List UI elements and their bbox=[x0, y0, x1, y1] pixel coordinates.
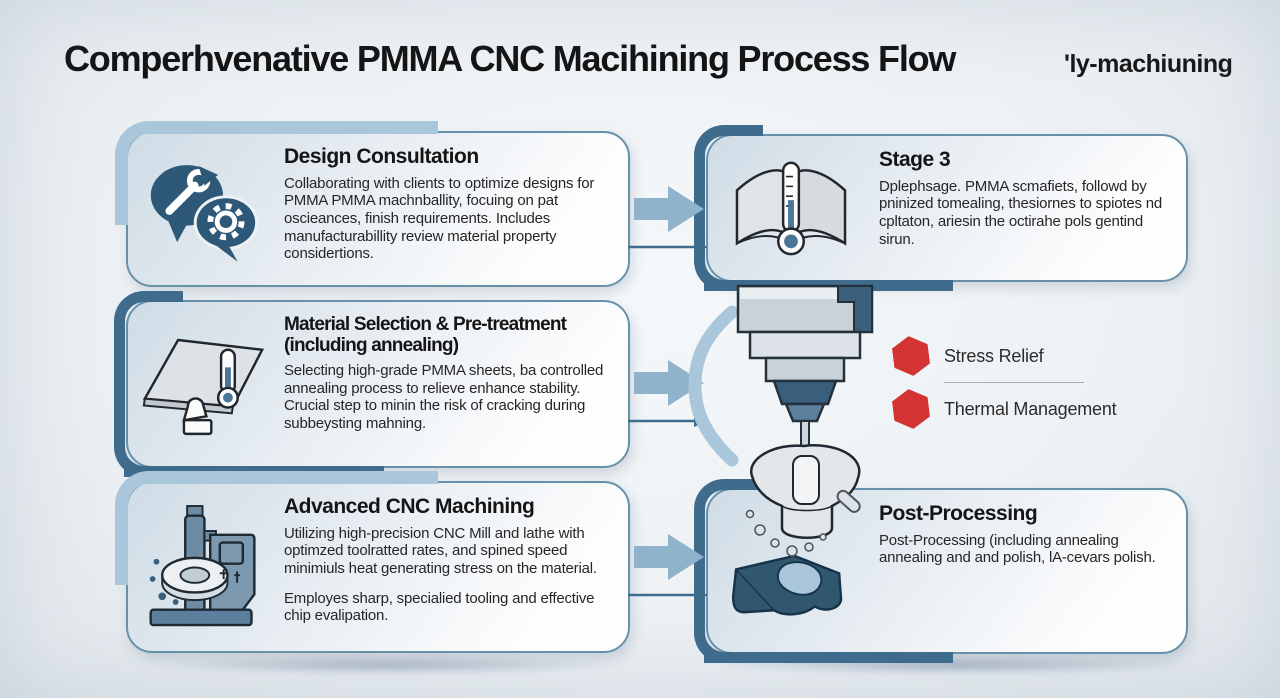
cnc-spindle-illustration bbox=[688, 284, 874, 557]
card-body: Utilizing high-precision CNC Mill and la… bbox=[284, 524, 597, 578]
legend-label: Thermal Management bbox=[944, 398, 1117, 419]
legend-label: Stress Relief bbox=[944, 345, 1044, 366]
page-title: Comperhvenative PMMA CNC Macihining Proc… bbox=[64, 38, 956, 79]
cnc-machine-icon bbox=[128, 502, 278, 632]
hexagon-icon bbox=[891, 334, 932, 378]
thin-arrow-icon bbox=[628, 589, 708, 601]
book-thermometer-icon bbox=[708, 153, 873, 263]
bracket-icon bbox=[688, 305, 739, 467]
sheet-thermometer-icon bbox=[128, 326, 278, 442]
machined-part-icon bbox=[708, 522, 873, 620]
card-body: Selecting high-grade PMMA sheets, ba con… bbox=[284, 362, 604, 433]
card-heading: Material Selection & Pre-treatment (incl… bbox=[284, 314, 567, 356]
card-advanced-cnc-machining: Advanced CNC Machining Utilizing high-pr… bbox=[115, 471, 630, 653]
card-heading: Stage 3 bbox=[879, 148, 951, 171]
legend-divider bbox=[944, 382, 1084, 383]
legend: Stress Relief Thermal Management bbox=[891, 336, 1117, 431]
card-material-selection: Material Selection & Pre-treatment (incl… bbox=[114, 291, 630, 477]
card-body: Post-Processing (including annealing ann… bbox=[879, 531, 1156, 567]
thin-arrow-icon bbox=[628, 241, 708, 253]
floor-shadow-left bbox=[150, 655, 620, 675]
thick-arrow-icon bbox=[634, 360, 704, 406]
chips bbox=[745, 489, 861, 557]
legend-item-thermal-management: Thermal Management bbox=[891, 387, 1117, 431]
spindle-head bbox=[736, 284, 874, 466]
card-design-consultation: Design Consultation Collaborating with c… bbox=[115, 121, 630, 287]
card-heading: Post-Processing bbox=[879, 502, 1038, 525]
card-heading: Design Consultation bbox=[284, 145, 479, 168]
thick-arrow-icon bbox=[634, 534, 704, 580]
floor-shadow-right bbox=[728, 655, 1190, 675]
card-stage-3: Stage 3 Dplephsage. PMMA scmafiets, foll… bbox=[694, 125, 1188, 291]
card-body: Employes sharp, specialied tooling and e… bbox=[284, 589, 595, 625]
card-heading: Advanced CNC Machining bbox=[284, 495, 535, 518]
flow-arrow-3 bbox=[628, 534, 708, 601]
legend-item-stress-relief: Stress Relief bbox=[893, 336, 1116, 376]
chat-wrench-gear-icon bbox=[128, 154, 278, 264]
hexagon-icon bbox=[891, 387, 932, 431]
card-body: Collaborating with clients to optimize d… bbox=[284, 174, 595, 263]
card-body: Dplephsage. PMMA scmafiets, followd by p… bbox=[879, 177, 1163, 248]
flow-arrow-1 bbox=[628, 186, 708, 253]
watermark-text: 'ly-machiuning bbox=[1064, 50, 1233, 78]
thick-arrow-icon bbox=[634, 186, 704, 232]
